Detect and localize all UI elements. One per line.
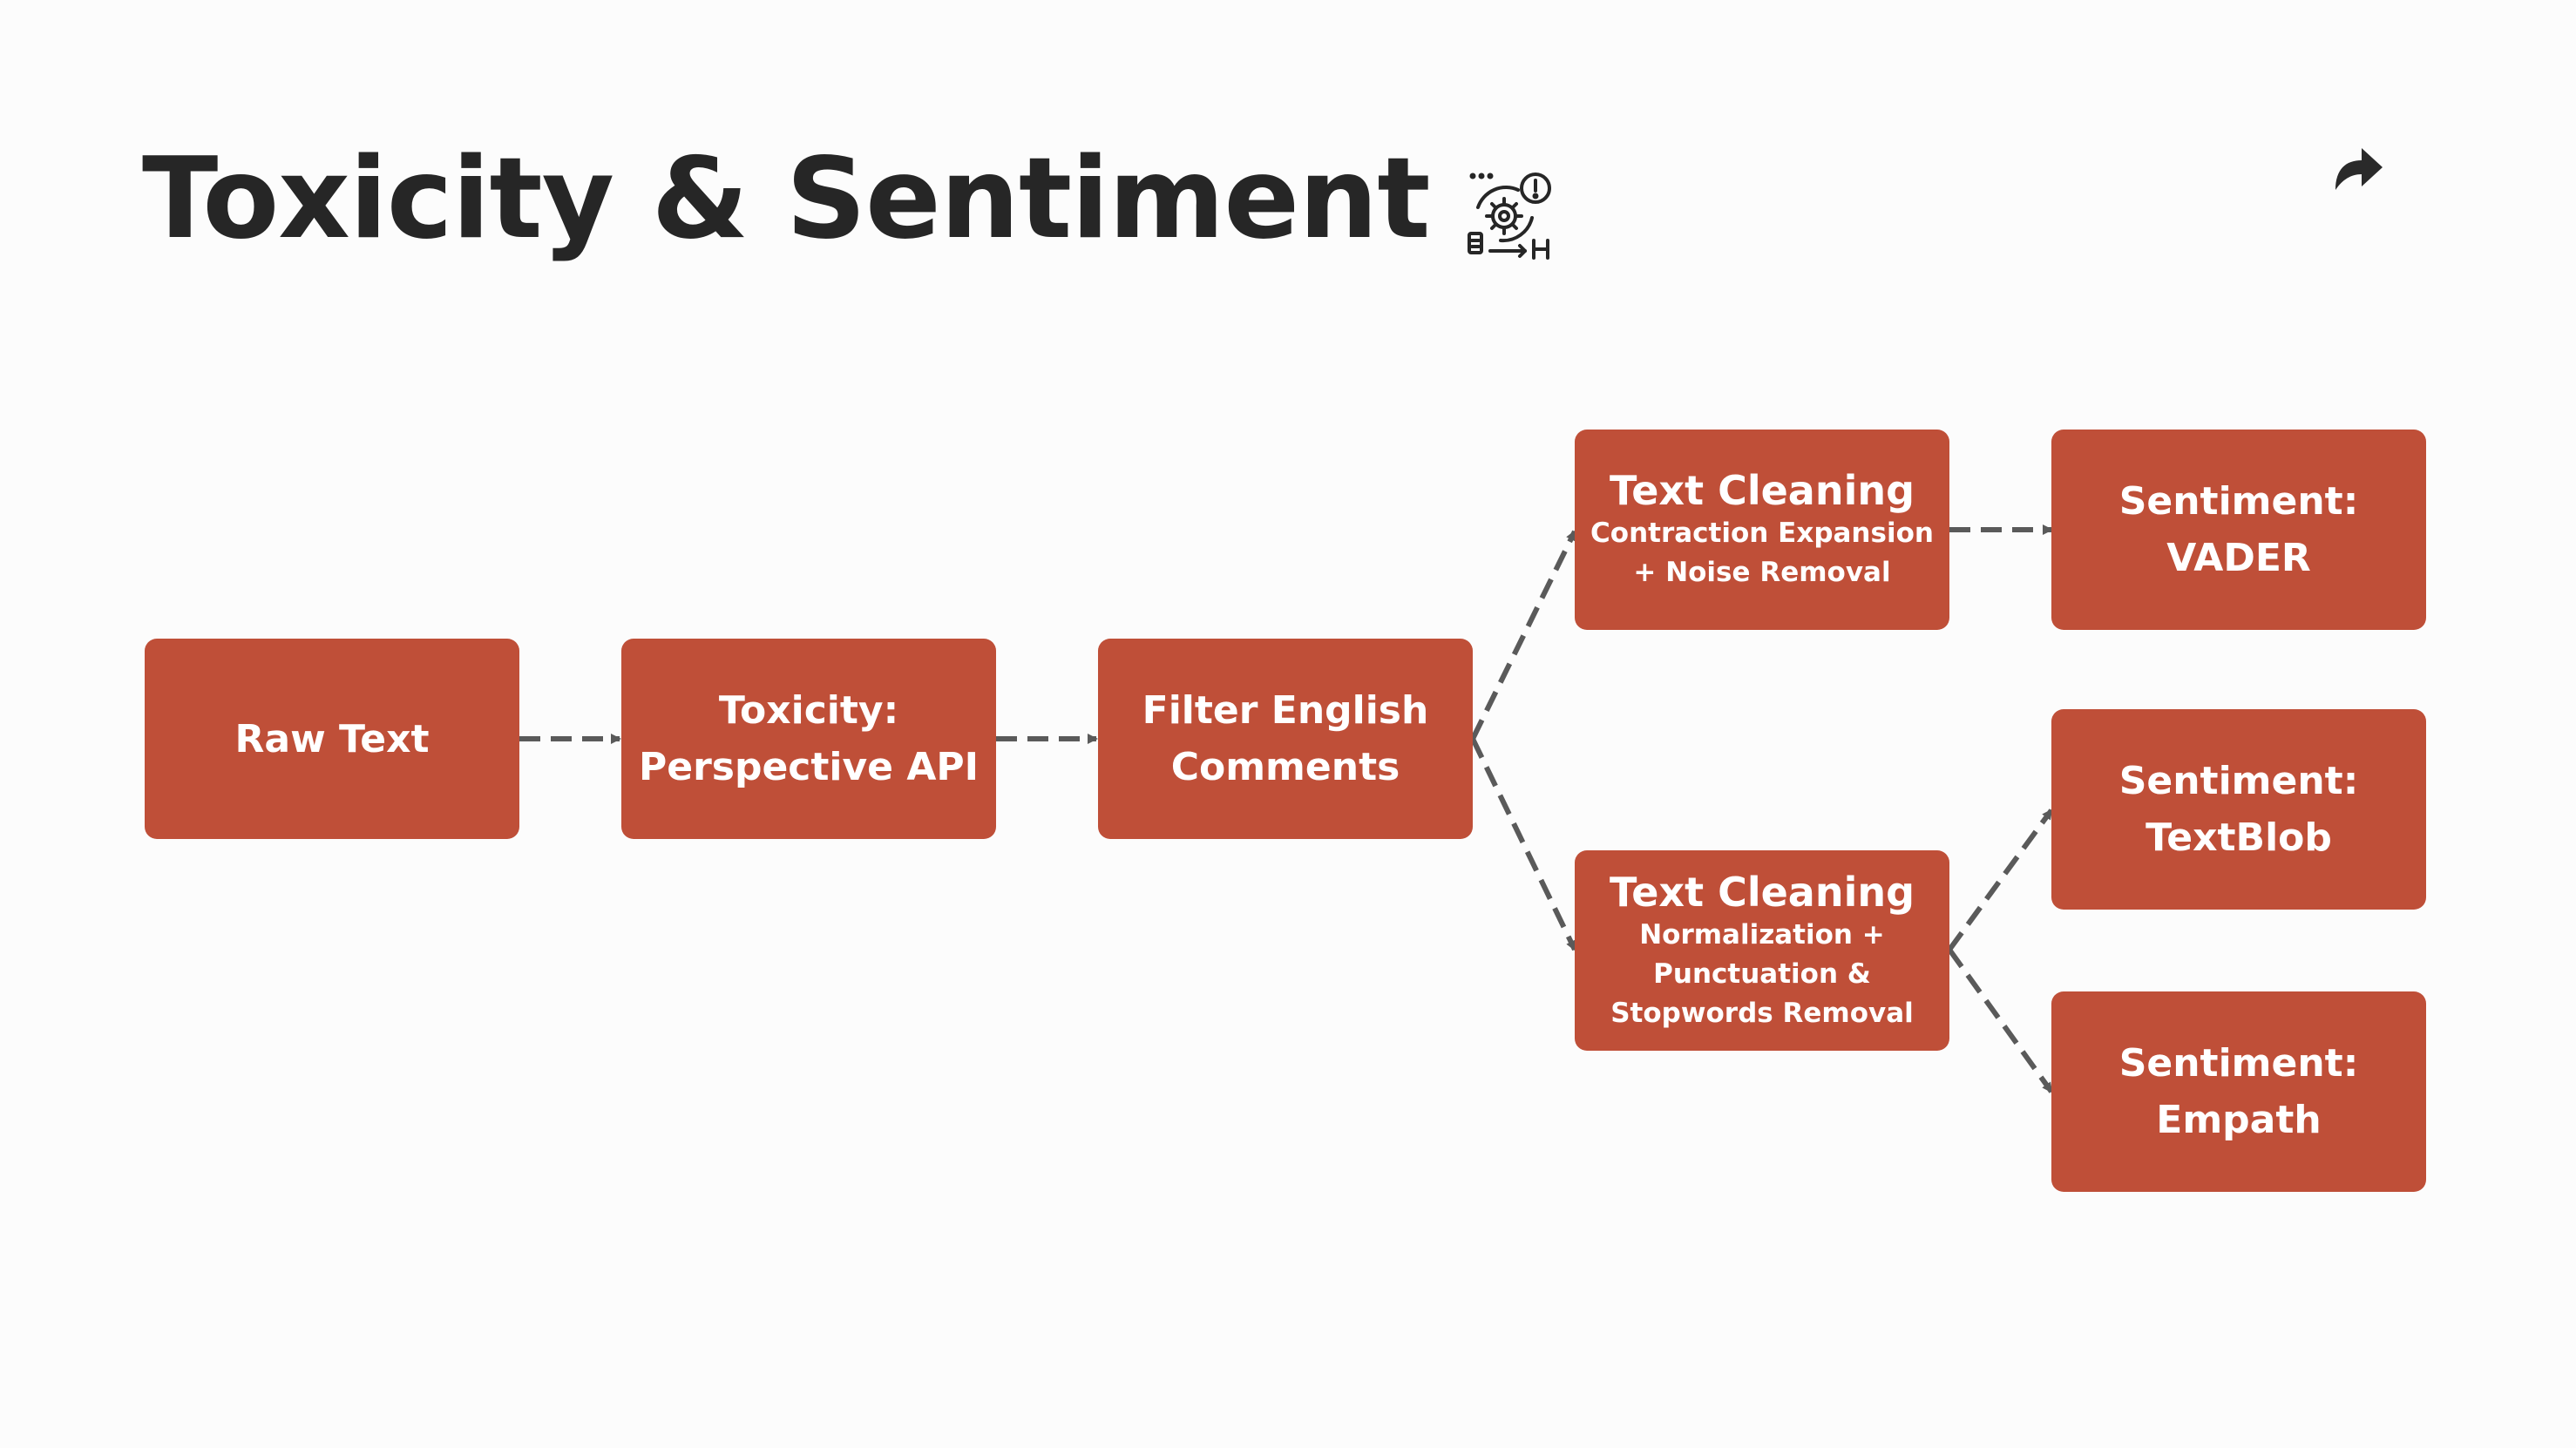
arrow-filter-to-cleaning-a: [1470, 530, 1577, 741]
node-empath-label-1: Sentiment:: [2118, 1041, 2359, 1086]
arrow-cleaning-b-to-textblob: [1947, 809, 2054, 951]
node-cleaning-b-detail-1: Normalization +: [1639, 918, 1885, 951]
node-cleaning-a-detail-1: Contraction Expansion: [1590, 518, 1934, 549]
node-toxicity[interactable]: Toxicity: Perspective API: [621, 639, 996, 839]
arrow-filter-to-cleaning-b: [1470, 737, 1577, 951]
node-filter-english[interactable]: Filter English Comments: [1098, 639, 1473, 839]
node-toxicity-label-1: Toxicity:: [718, 688, 899, 733]
node-cleaning-b-heading: Text Cleaning: [1609, 868, 1915, 916]
page-title: Toxicity & Sentiment: [142, 134, 1430, 264]
node-empath-label-2: Empath: [2156, 1098, 2322, 1142]
node-cleaning-a-detail-2: + Noise Removal: [1633, 557, 1891, 588]
node-sentiment-vader[interactable]: Sentiment: VADER: [2051, 430, 2426, 630]
node-filter-label-1: Filter English: [1142, 688, 1429, 733]
share-arrow-icon[interactable]: [2332, 141, 2386, 192]
arrow-cleaning-b-to-empath: [1947, 948, 2054, 1093]
node-text-cleaning-normalization[interactable]: Text Cleaning Normalization + Punctuatio…: [1575, 850, 1949, 1051]
automation-gear-icon: [1468, 173, 1551, 260]
node-vader-label-2: VADER: [2166, 536, 2311, 580]
node-raw-text-label: Raw Text: [234, 716, 430, 761]
node-textblob-label-1: Sentiment:: [2118, 759, 2359, 803]
node-toxicity-label-2: Perspective API: [638, 745, 980, 789]
node-cleaning-b-detail-3: Stopwords Removal: [1610, 997, 1914, 1029]
node-cleaning-a-heading: Text Cleaning: [1609, 467, 1915, 514]
node-filter-label-2: Comments: [1170, 745, 1400, 789]
node-sentiment-textblob[interactable]: Sentiment: TextBlob: [2051, 709, 2426, 910]
node-vader-label-1: Sentiment:: [2118, 479, 2359, 524]
node-raw-text[interactable]: Raw Text: [145, 639, 519, 839]
node-sentiment-empath[interactable]: Sentiment: Empath: [2051, 991, 2426, 1192]
node-text-cleaning-contraction[interactable]: Text Cleaning Contraction Expansion + No…: [1575, 430, 1949, 630]
node-textblob-label-2: TextBlob: [2146, 815, 2332, 860]
node-cleaning-b-detail-2: Punctuation &: [1653, 957, 1871, 990]
